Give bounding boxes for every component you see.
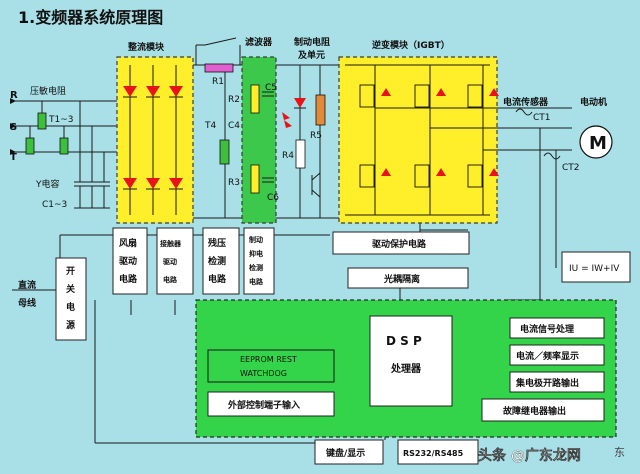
fan-line-1: 风扇	[119, 237, 137, 249]
external-control-box	[207, 391, 335, 417]
brake-detect-box	[243, 227, 275, 295]
contactor-line-2: 驱动	[163, 257, 177, 266]
brake-det-line-4: 电路	[249, 277, 264, 286]
dsp-processor-box	[369, 315, 453, 407]
r4-label: R4	[282, 151, 294, 161]
fan-line-2: 驱动	[119, 256, 137, 267]
r5-label: R5	[310, 131, 322, 141]
contactor-driver-box	[156, 227, 194, 295]
rectifier-module	[116, 56, 194, 224]
filter-label: 滤波器	[245, 36, 273, 48]
motor	[579, 125, 613, 159]
diagram-title: 1.变频器系统原理图	[18, 8, 163, 27]
brake-unit-label: 及单元	[298, 49, 325, 61]
current-formula-box	[561, 251, 631, 283]
brake-det-line-2: 抑电	[249, 249, 263, 258]
residual-line-3: 电路	[208, 273, 227, 285]
fan-driver-box	[112, 227, 148, 295]
residual-line-1: 残压	[208, 237, 226, 249]
switch-psu-line-3: 电	[66, 301, 75, 313]
driver-protection-label: 驱动保护电路	[372, 238, 427, 250]
filter-parts	[250, 84, 274, 194]
opto-isolation-box	[347, 267, 469, 289]
r1-resistor	[204, 63, 234, 73]
residual-line-2: 检测	[208, 255, 226, 267]
keyboard-display-label: 键盘/显示	[325, 447, 365, 459]
rs-interface-label: RS232/RS485	[403, 449, 464, 458]
switch-psu-box	[55, 257, 87, 341]
motor-symbol: M	[589, 133, 607, 154]
motor-label: 电动机	[580, 96, 607, 108]
freq-display-box	[509, 344, 605, 366]
r1-label: R1	[212, 77, 224, 87]
watermark: 头条 @广东龙网	[478, 447, 581, 464]
driver-protection-box	[332, 231, 470, 255]
phase-r-label: R	[10, 90, 18, 101]
contactor-line-1: 接触器	[160, 239, 182, 248]
dsp-sub-label: 处理器	[390, 362, 422, 375]
freq-display-label: 电流／频率显示	[516, 350, 579, 362]
c6-label: C6	[267, 193, 279, 203]
watermark-mark: 东	[614, 446, 625, 459]
brake-det-line-3: 检测	[249, 263, 263, 272]
current-formula: IU = IW+IV	[569, 264, 620, 274]
opto-isolation-label: 光耦隔离	[383, 273, 420, 285]
open-collector-box	[509, 371, 605, 393]
inverter-label: 逆变模块（IGBT）	[372, 39, 450, 51]
brake-label: 制动电阻	[294, 36, 330, 48]
current-sensor-label: 电流传感器	[503, 96, 549, 108]
igbt-switches	[345, 64, 499, 216]
rs-interface-box	[397, 439, 479, 465]
brake-parts	[282, 94, 326, 198]
ct1-label: CT1	[533, 113, 551, 123]
rectifier-label: 整流模块	[127, 41, 165, 53]
open-collector-label: 集电极开路输出	[515, 377, 579, 389]
phase-t-label: T	[10, 152, 17, 163]
fault-relay-label: 故障继电器输出	[503, 405, 566, 417]
t4-component	[219, 139, 230, 165]
fault-relay-box	[481, 398, 605, 422]
c13-label: C1~3	[42, 200, 67, 210]
y-capacitor-group	[74, 181, 110, 209]
t4-label: T4	[204, 121, 216, 131]
brake-det-line-1: 制动	[249, 235, 263, 244]
dsp-label: D S P	[386, 334, 422, 348]
ct2-label: CT2	[562, 163, 580, 173]
varistor-group	[25, 101, 69, 155]
eeprom-box	[207, 349, 335, 383]
dc-bus-line-2: 母线	[18, 297, 36, 309]
contactor-line-3: 电路	[163, 275, 178, 284]
t13-label: T1~3	[48, 115, 74, 125]
switch-psu-line-1: 开	[66, 266, 75, 277]
current-processing-label: 电流信号处理	[520, 323, 574, 335]
eeprom-line-2: WATCHDOG	[240, 369, 287, 378]
dc-bus-line-1: 直流	[18, 279, 36, 291]
rectifier-diodes	[123, 65, 183, 215]
inverter-module	[338, 56, 498, 224]
r2-label: R2	[228, 95, 240, 105]
c4-label: C4	[228, 121, 240, 131]
r3-label: R3	[228, 178, 240, 188]
keyboard-display-box	[314, 439, 384, 465]
switch-psu-line-4: 源	[66, 319, 75, 331]
y-capacitor-label: Y电容	[35, 178, 60, 190]
current-processing-box	[509, 317, 605, 339]
c5-label: C5	[265, 83, 277, 93]
residual-voltage-box	[202, 227, 240, 295]
external-control-label: 外部控制端子输入	[227, 399, 300, 411]
varistor-label: 压敏电阻	[30, 85, 66, 97]
fan-line-3: 电路	[119, 273, 138, 285]
eeprom-line-1: EEPROM REST	[240, 355, 297, 364]
switch-psu-line-2: 关	[66, 283, 75, 295]
phase-s-label: S	[10, 122, 17, 133]
